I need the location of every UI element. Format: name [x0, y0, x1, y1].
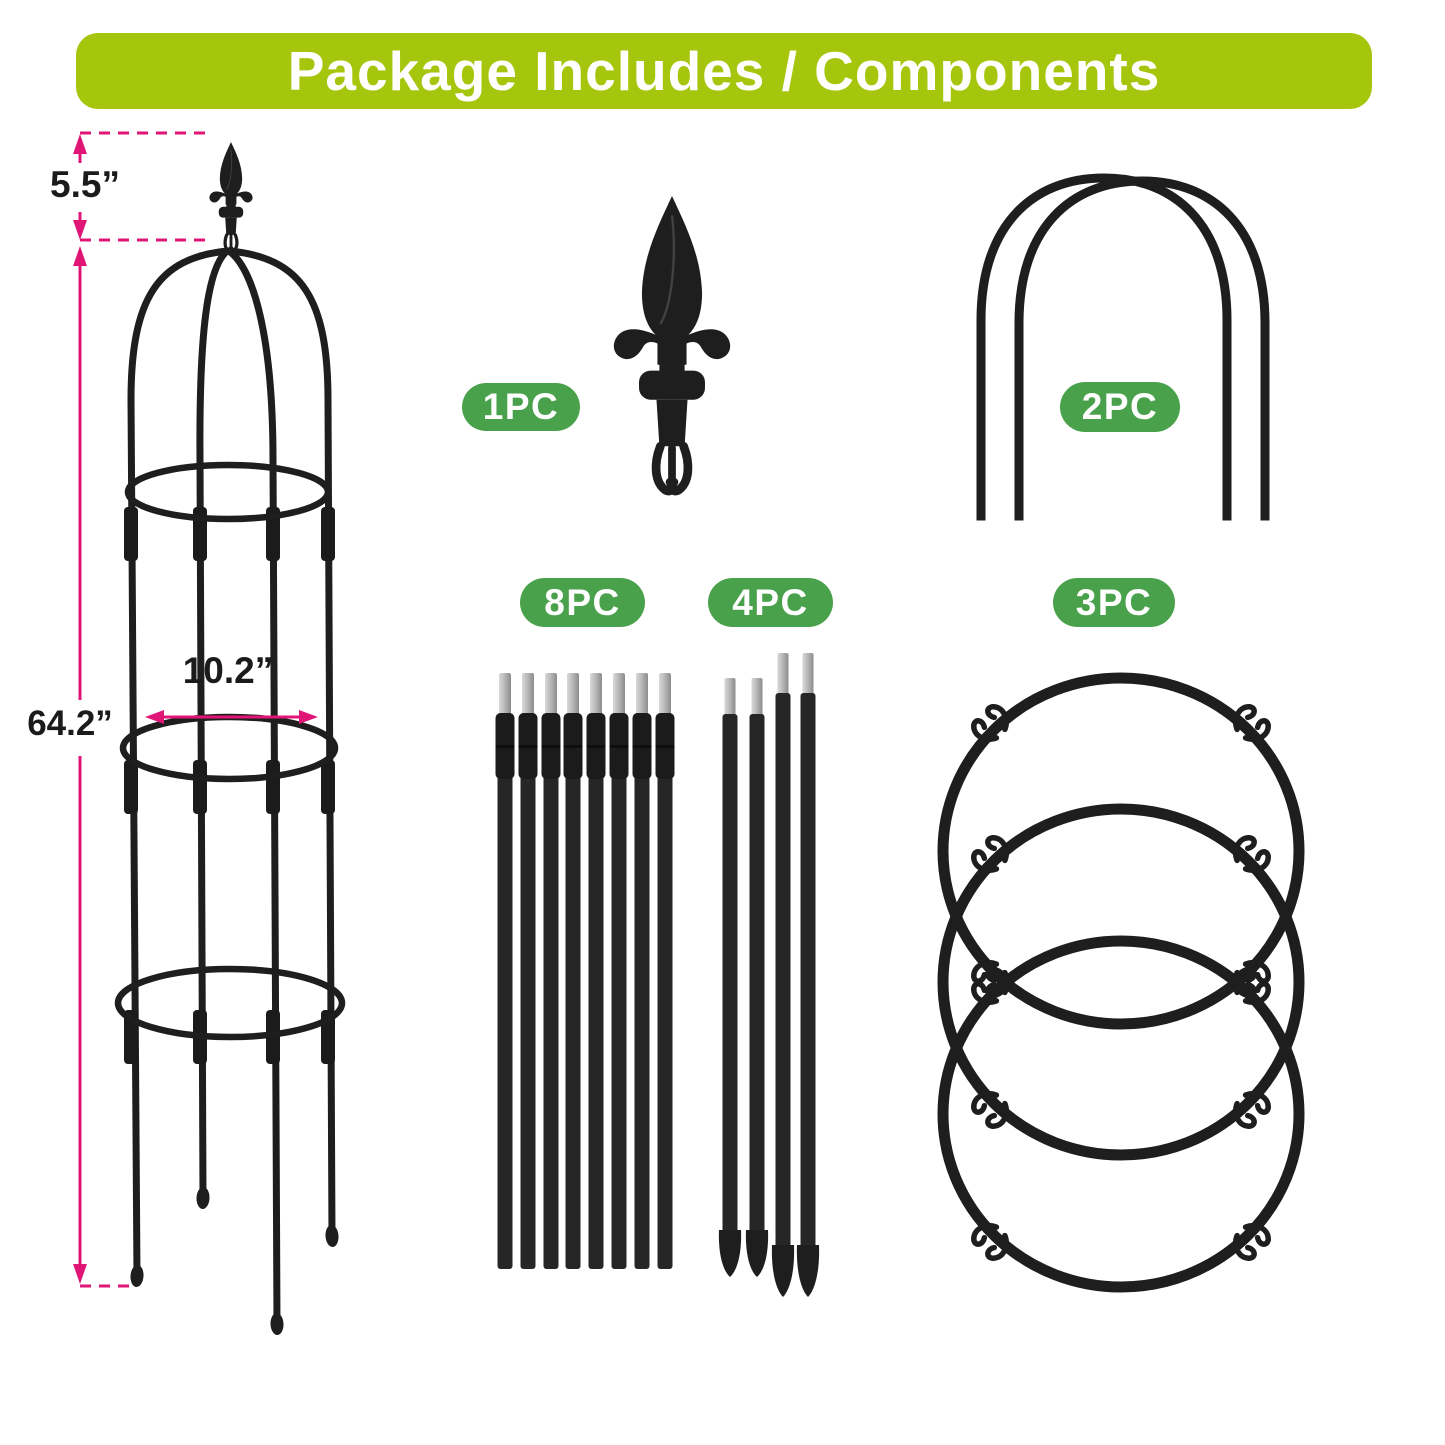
badge-pointed-poles-qty: 4PC [708, 578, 833, 627]
assembled-trellis [114, 140, 346, 1335]
dimension-annotations [73, 131, 318, 1288]
arch-hoop [976, 173, 1232, 521]
arch-hoops [976, 173, 1270, 521]
long-pole [632, 673, 652, 1269]
badge-arches-qty: 2PC [1060, 382, 1180, 432]
trellis-ring [119, 713, 339, 783]
finial-component [614, 196, 730, 491]
pointed-pole [718, 678, 742, 1277]
support-ring [937, 935, 1305, 1293]
pointed-poles-group [718, 653, 820, 1297]
dimension-finial-height: 5.5” [50, 164, 120, 205]
trellis-ring [114, 965, 346, 1041]
trellis-foot [325, 1225, 339, 1247]
support-ring [937, 803, 1305, 1161]
long-pole [586, 673, 606, 1269]
trellis-ring [124, 461, 332, 523]
long-pole [655, 673, 675, 1269]
trellis-foot [270, 1313, 284, 1335]
pointed-pole [796, 653, 820, 1297]
dimension-ring-width: 10.2” [182, 650, 274, 691]
badge-finial-qty: 1PC [462, 383, 580, 431]
trellis-leg [226, 247, 336, 1242]
pointed-pole [745, 678, 769, 1277]
long-pole [541, 673, 561, 1269]
trellis-leg [127, 247, 231, 1282]
pointed-pole [771, 653, 795, 1297]
long-poles-group [495, 673, 675, 1269]
badge-rings-qty: 3PC [1053, 578, 1175, 627]
arch-hoop [1014, 176, 1270, 521]
trellis-foot [196, 1187, 210, 1209]
trellis-finial [207, 140, 255, 254]
support-ring [937, 672, 1305, 1030]
trellis-leg [225, 247, 281, 1329]
support-rings-group [937, 672, 1305, 1293]
trellis-leg [196, 247, 231, 1203]
long-pole [495, 673, 515, 1269]
badge-long-poles-qty: 8PC [520, 578, 645, 627]
header-banner: Package Includes / Components [76, 33, 1372, 109]
dimension-total-height: 64.2” [27, 704, 113, 743]
page-title: Package Includes / Components [287, 40, 1161, 102]
long-pole [563, 673, 583, 1269]
trellis-foot [130, 1265, 144, 1287]
long-pole [609, 673, 629, 1269]
long-pole [518, 673, 538, 1269]
